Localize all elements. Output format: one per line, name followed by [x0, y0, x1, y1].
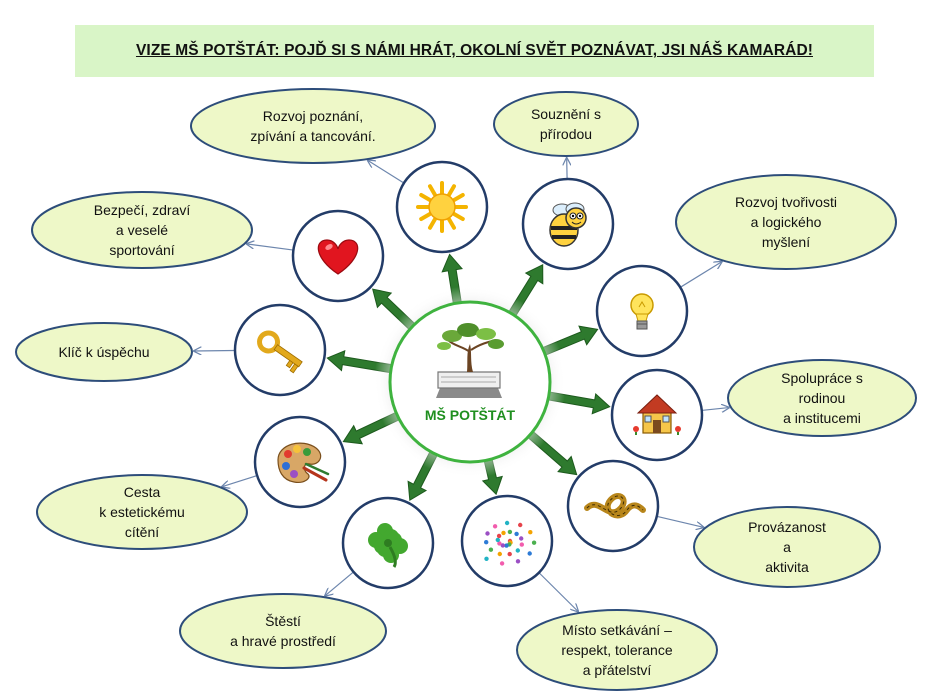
house-icon [633, 394, 681, 435]
icon-circle [595, 264, 689, 358]
tree-on-book-icon [436, 323, 504, 398]
label-oval: Klíč k úspěchu [15, 322, 193, 382]
clover-icon [368, 523, 408, 568]
connector-line [680, 262, 722, 288]
icon-circles-layer [233, 160, 704, 590]
connector-line [657, 515, 704, 528]
icon-circle [253, 415, 347, 509]
connector-line [222, 475, 257, 487]
connectors-layer [194, 158, 729, 612]
label-oval-shape [15, 322, 193, 382]
label-line: respekt, tolerance [561, 642, 672, 658]
label-oval-shape [693, 506, 881, 588]
label-line: Klíč k úspěchu [58, 344, 149, 360]
knot-icon [584, 493, 646, 519]
label-line: k estetickému [99, 504, 185, 520]
heart-icon [317, 239, 359, 275]
label-oval: Cesta k estetickému cítění [36, 474, 248, 550]
label-line: a [783, 539, 791, 555]
palette-icon [277, 442, 330, 483]
bee-icon [549, 202, 587, 247]
label-line: Rozvoj poznání, [263, 108, 363, 124]
icon-circle [460, 494, 554, 588]
label-oval: Rozvoj tvořivosti a logického myšlení [675, 174, 897, 270]
label-line: aktivita [765, 559, 809, 575]
label-line: Rozvoj tvořivosti [735, 194, 837, 210]
label-oval: Souznění s přírodou [493, 91, 639, 157]
label-line: Bezpečí, zdraví [94, 202, 191, 218]
label-oval-shape [727, 359, 917, 437]
label-line: cítění [125, 524, 159, 540]
center-hub: MŠ POTŠTÁT [374, 286, 566, 478]
center-label: MŠ POTŠTÁT [425, 406, 516, 423]
label-oval: Místo setkávání – respekt, tolerance a přá… [516, 609, 718, 691]
label-oval-shape [190, 88, 436, 164]
label-line: přírodou [540, 126, 592, 142]
icon-circle [566, 459, 660, 553]
label-line: a veselé [116, 222, 168, 238]
label-oval-shape [31, 191, 253, 269]
connector-line [325, 572, 354, 596]
label-line: a přátelství [583, 662, 652, 678]
icon-circle [521, 177, 615, 271]
label-oval-shape [675, 174, 897, 270]
label-line: Spolupráce s [781, 370, 863, 386]
label-oval-shape [179, 593, 387, 669]
label-oval-shape [493, 91, 639, 157]
connector-line [368, 160, 404, 184]
icon-circle [291, 209, 385, 303]
icon-circle [233, 303, 327, 397]
label-line: Místo setkávání – [562, 622, 672, 638]
label-line: Souznění s [531, 106, 601, 122]
label-line: a hravé prostředí [230, 633, 336, 649]
label-line: sportování [109, 242, 174, 258]
label-oval-shape [36, 474, 248, 550]
connector-line [539, 572, 578, 611]
label-line: a logického [751, 214, 822, 230]
label-line: rodinou [799, 390, 846, 406]
label-line: Cesta [124, 484, 161, 500]
label-oval: Provázanost a aktivita [693, 506, 881, 588]
handprint-spiral-icon [484, 520, 537, 566]
icon-circle [341, 496, 435, 590]
vision-title: VIZE MŠ POTŠTÁT: POJĎ SI S NÁMI HRÁT, OK… [135, 42, 813, 59]
connector-line [247, 244, 293, 251]
label-line: myšlení [762, 234, 810, 250]
icon-circle [610, 368, 704, 462]
label-line: Provázanost [748, 519, 826, 535]
label-oval: Štěstí a hravé prostředí [179, 593, 387, 669]
label-line: zpívání a tancování. [250, 128, 375, 144]
label-oval: Bezpečí, zdraví a veselé sportování [31, 191, 253, 269]
label-oval: Spolupráce s rodinou a institucemi [727, 359, 917, 437]
icon-circle [395, 160, 489, 254]
label-line: Štěstí [265, 613, 301, 629]
label-ovals-layer: Rozvoj poznání, zpívání a tancování. Souzn… [15, 88, 917, 691]
title-banner: VIZE MŠ POTŠTÁT: POJĎ SI S NÁMI HRÁT, OK… [75, 25, 874, 77]
label-oval-shape [516, 609, 718, 691]
icon-circle-ring [566, 459, 660, 553]
label-line: a institucemi [783, 410, 861, 426]
icon-circle-ring [460, 494, 554, 588]
connector-line [702, 408, 729, 411]
label-oval: Rozvoj poznání, zpívání a tancování. [190, 88, 436, 164]
key-icon [257, 330, 303, 374]
lightbulb-icon [630, 293, 654, 330]
sun-icon [416, 181, 468, 233]
